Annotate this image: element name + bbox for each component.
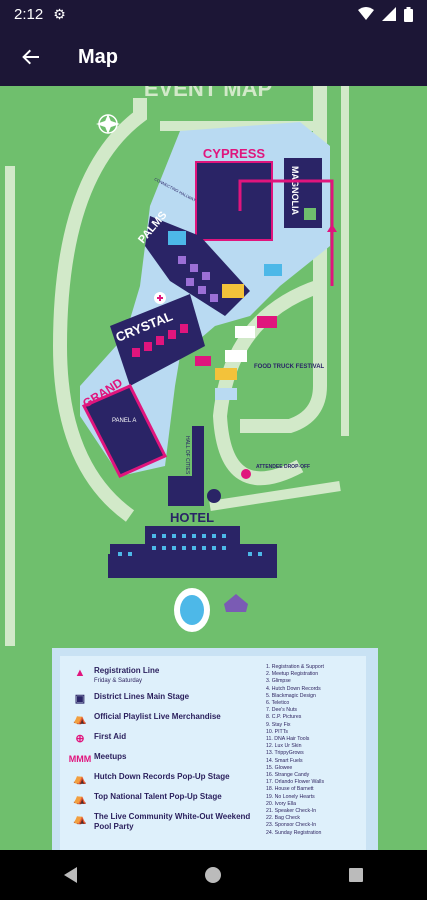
legend-number-item: 13. TrippyGrows (266, 750, 304, 757)
area-marker-icon (207, 489, 221, 503)
magnolia-room (284, 158, 322, 228)
merch-tent-icon (222, 284, 244, 298)
hall-annex (168, 476, 204, 506)
hotel-label: HOTEL (170, 510, 214, 525)
legend-number-item: 8. C.P. Pictures (266, 714, 302, 721)
path-east (240, 86, 327, 433)
first-aid-icon: ⊕ (75, 733, 85, 745)
legend-item-meetups: MMM Meetups (68, 752, 127, 764)
booths (178, 256, 218, 302)
main-stage-icon (168, 231, 186, 245)
status-icons (358, 6, 413, 22)
popup-stage-icon: ⛺ (73, 773, 87, 785)
event-map[interactable]: EVENT MAP CYPRESS MAGNOLIA PALMS CON (0, 86, 427, 850)
legend-number-item: 3. Glimpse (266, 678, 291, 685)
app-bar: Map (0, 28, 427, 86)
panel-label: PANEL A (112, 418, 136, 424)
registration-line (238, 179, 334, 286)
wifi-icon (358, 7, 374, 20)
compass-icon (96, 114, 120, 134)
page-title: Map (78, 45, 118, 68)
meetups-icon: MMM (68, 754, 92, 764)
legend-number-item: 9. Stay Fix (266, 721, 291, 728)
nav-home-icon[interactable] (183, 855, 243, 895)
legend-number-item: 5. Blackmagic Design (266, 692, 316, 699)
status-bar: 2:12 ⚙ (0, 0, 427, 28)
dropoff-pin-icon (241, 469, 251, 479)
settings-gear-icon: ⚙ (53, 5, 66, 22)
magnolia-label: MAGNOLIA (290, 166, 300, 215)
cypress-room (195, 161, 273, 241)
grand-room (81, 384, 168, 478)
hall-of-cities-room (192, 426, 204, 478)
hall-of-cities-label: HALL OF CITIES (184, 436, 190, 475)
merch-icon: ⛺ (73, 713, 87, 725)
hotel-building (108, 526, 277, 578)
pool-party-tent-icon (224, 594, 248, 612)
legend-number-item: 19. No Lonely Hearts (266, 793, 315, 800)
legend-item-talent-stage: ⛺ Top National Talent Pop-Up Stage (70, 792, 260, 806)
legend-number-item: 20. Ivory Ella (266, 800, 296, 807)
legend-number-item: 21. Speaker Check-In (266, 808, 317, 815)
food-trucks (195, 316, 277, 400)
legend-number-item: 7. Dee's Nuts (266, 707, 297, 714)
legend-number-item: 17. Orlando Flower Walls (266, 779, 325, 786)
popup-stage-tent-icon (264, 264, 282, 276)
legend-number-item: 11. DNA Hair Tools (266, 736, 310, 743)
legend-number-item: 24. Sunday Registration (266, 829, 322, 836)
legend-number-item: 2. Meetup Registration (266, 671, 319, 678)
dropoff-label: ATTENDEE DROP-OFF (256, 464, 310, 470)
registration-triangle-icon (327, 224, 337, 232)
triangle-icon: ▲ (74, 667, 86, 679)
path-west-loop (52, 98, 147, 522)
hotel-windows (118, 534, 262, 556)
nav-recents-icon[interactable] (326, 855, 386, 895)
legend-item-pool-party: ⛺ The Live Community White-Out Weekend P… (70, 812, 260, 832)
back-arrow-icon[interactable] (0, 28, 62, 86)
legend-number-item: 15. Glowee (266, 764, 293, 771)
magnolia-meetup-icon (304, 208, 316, 220)
legend-number-item: 14. Smart Fuels (266, 757, 303, 764)
crystal-meetups-icon (132, 324, 188, 357)
cypress-label: CYPRESS (203, 146, 265, 161)
legend-number-item: 23. Sponsor Check-In (266, 822, 317, 829)
path-dropoff (209, 481, 341, 511)
status-time: 2:12 (14, 5, 44, 23)
legend-number-item: 12. Lux Ur Skin (266, 743, 302, 750)
battery-icon (404, 6, 413, 22)
map-drawing: EVENT MAP CYPRESS MAGNOLIA PALMS CON (5, 86, 349, 646)
nav-back-icon[interactable] (41, 855, 101, 895)
legend-number-item: 1. Registration & Support (266, 664, 324, 670)
legend-item-merch: ⛺ Official Playlist Live Merchandise (70, 712, 260, 726)
stage-icon: ▣ (74, 693, 86, 705)
legend-number-item: 4. Hutch Down Records (266, 685, 321, 692)
legend-number-item: 22. Bag Check (266, 815, 301, 822)
legend-item-main-stage: ▣ District Lines Main Stage (70, 692, 260, 706)
path-inner-loop (212, 279, 323, 486)
legend-numbered-list: 1. Registration & Support 2. Meetup Regi… (266, 664, 366, 837)
system-nav-bar (0, 850, 427, 900)
food-truck-label: FOOD TRUCK FESTIVAL (254, 364, 325, 370)
legend-number-item: 6. Teletico (266, 700, 290, 707)
signal-icon (382, 7, 396, 21)
talent-stage-icon: ⛺ (73, 793, 87, 805)
legend-number-item: 10. PITTs (266, 728, 288, 735)
pool-icon (180, 595, 204, 625)
first-aid-cross-icon (157, 295, 163, 301)
map-header: EVENT MAP (144, 86, 272, 101)
pool-party-icon: ⛺ (73, 813, 87, 825)
legend-number-item: 16. Strange Candy (266, 772, 310, 779)
legend-number-item: 18. House of Barnett (266, 786, 314, 793)
legend-item-first-aid: ⊕ First Aid (70, 732, 260, 746)
legend-item-popup-stage: ⛺ Hutch Down Records Pop-Up Stage (70, 772, 260, 786)
